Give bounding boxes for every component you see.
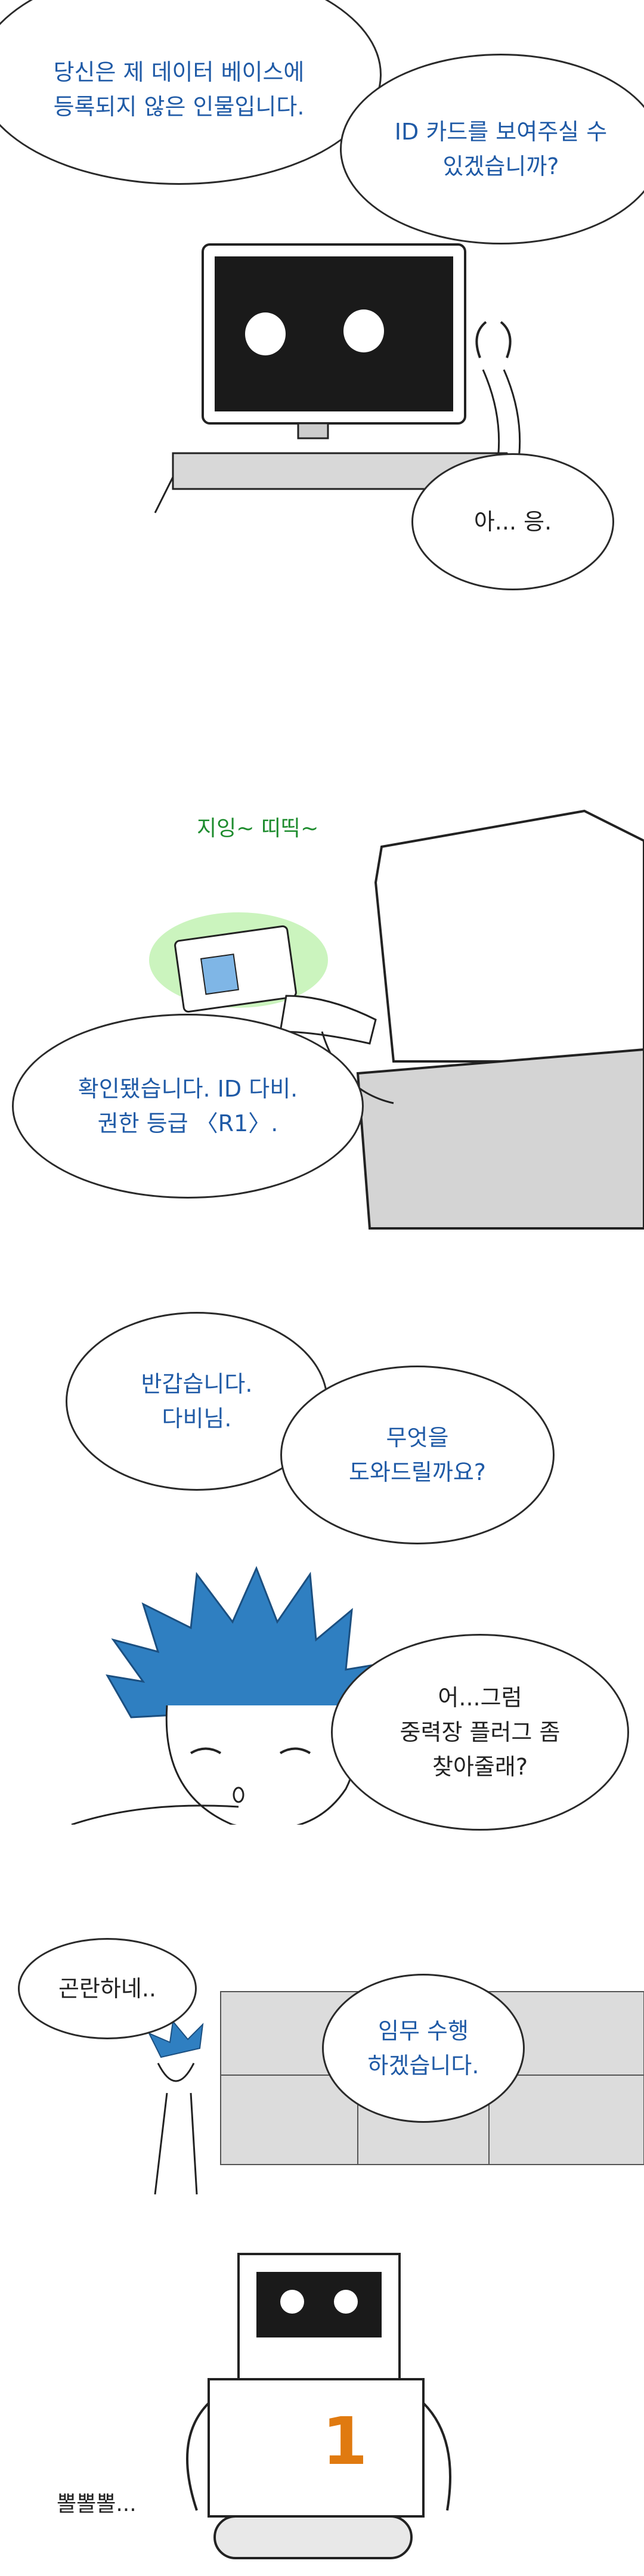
- robot-number: 1: [322, 2403, 368, 2479]
- panel-2: 지잉~ 띠띡~ 확인됐습니다. ID 다비. 권한 등급 〈R1〉.: [0, 775, 644, 1234]
- speech-text: 어...그럼 중력장 플러그 좀 찾아줄래?: [400, 1685, 561, 1780]
- speech-bubble: 확인됐습니다. ID 다비. 권한 등급 〈R1〉.: [12, 1014, 364, 1199]
- speech-text: 반갑습니다. 다비님.: [141, 1371, 253, 1432]
- sound-effect-text: 지잉~ 띠띡~: [197, 816, 319, 841]
- sound-effect-text: 뽈뽈뽈...: [57, 2492, 137, 2516]
- panel-1-art: [154, 243, 527, 513]
- panel-1: 당신은 제 데이터 베이스에 등록되지 않은 인물입니다. ID 카드를 보여주…: [0, 0, 644, 596]
- speech-text: 무엇을 도와드릴까요?: [349, 1425, 486, 1485]
- speech-bubble: 아... 응.: [411, 453, 614, 590]
- speech-bubble: ID 카드를 보여주실 수 있겠습니까?: [340, 54, 644, 244]
- speech-text: ID 카드를 보여주실 수 있겠습니까?: [394, 119, 608, 179]
- panel-2-art: [149, 809, 644, 1230]
- speech-bubble: 무엇을 도와드릴까요?: [280, 1366, 555, 1544]
- speech-text: 곤란하네..: [58, 1976, 156, 2002]
- speech-bubble: 임무 수행 하겠습니다.: [322, 1974, 525, 2123]
- robot-eye-right: [343, 309, 384, 352]
- speech-bubble: 곤란하네..: [18, 1938, 197, 2039]
- robot-eye-left: [245, 312, 286, 355]
- speech-text: 확인됐습니다. ID 다비. 권한 등급 〈R1〉.: [78, 1076, 298, 1137]
- panel-3-art: [71, 1566, 384, 1825]
- speech-text: 당신은 제 데이터 베이스에 등록되지 않은 인물입니다.: [53, 59, 305, 120]
- panel-3: 반갑습니다. 다비님. 무엇을 도와드릴까요? 어...그럼 중력장 플러그 좀…: [0, 1288, 644, 1831]
- speech-text: 아... 응.: [473, 509, 552, 535]
- panel-4: 1 곤란하네.. 임무 수행 하겠습니다. 뽈뽈뽈...: [0, 1914, 644, 2576]
- speech-text: 임무 수행 하겠습니다.: [367, 2018, 479, 2079]
- speech-bubble: 어...그럼 중력장 플러그 좀 찾아줄래?: [331, 1634, 629, 1831]
- hair-spikes: [106, 1566, 384, 1719]
